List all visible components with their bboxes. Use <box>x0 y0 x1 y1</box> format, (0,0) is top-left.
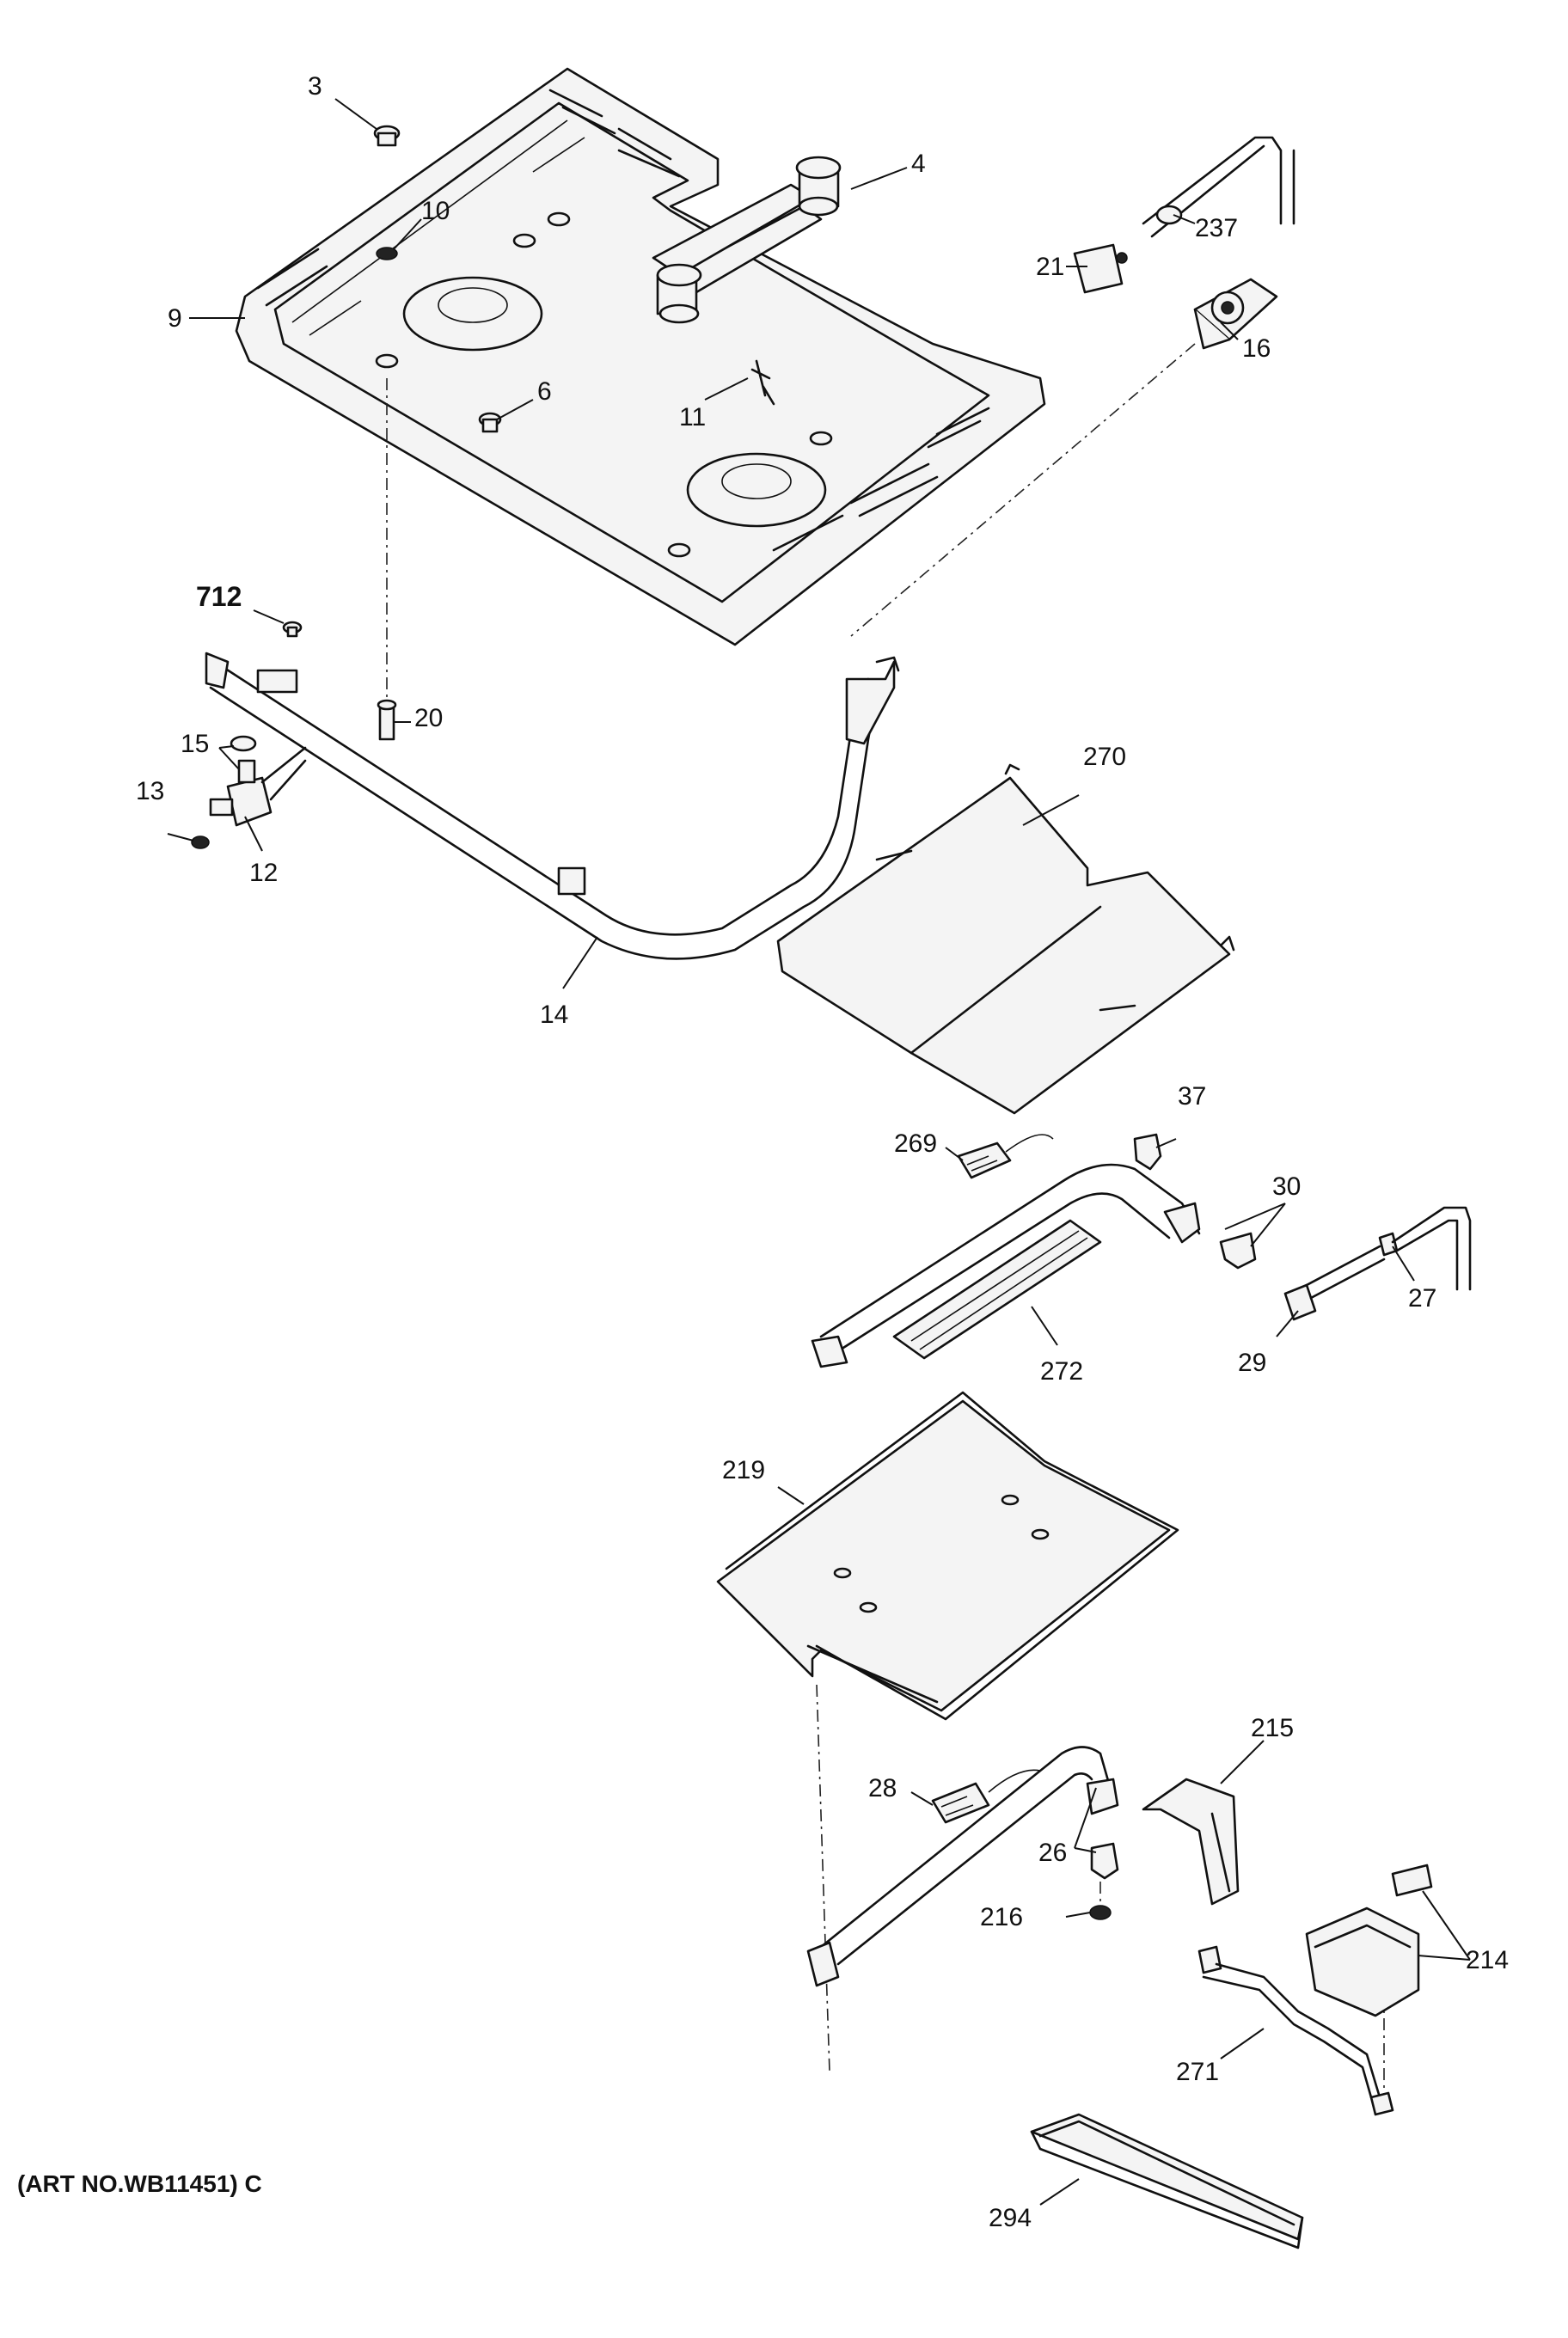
callout-26: 26 <box>1038 1839 1067 1867</box>
bracket-part-37 <box>1133 1133 1162 1171</box>
callout-13: 13 <box>136 777 164 805</box>
art-number: (ART NO.WB11451) C <box>17 2170 262 2197</box>
ignitor-part-269 <box>957 1134 1054 1179</box>
nut-part-13 <box>191 835 210 849</box>
callout-6: 6 <box>537 377 552 406</box>
callout-15: 15 <box>181 730 209 758</box>
callout-12: 12 <box>249 859 278 887</box>
regulator-part-16 <box>1193 278 1278 350</box>
oven-burner-part-272 <box>811 1163 1201 1368</box>
callout-37: 37 <box>1178 1082 1206 1111</box>
callout-9: 9 <box>168 304 182 333</box>
screw-part-6 <box>478 412 502 433</box>
assembly-guide-line <box>816 1684 830 2072</box>
clip-part-11 <box>750 359 775 406</box>
orifice-part-29 <box>1283 1245 1386 1321</box>
valve-assembly-part-4 <box>652 156 842 324</box>
callout-3: 3 <box>308 72 322 101</box>
callout-20: 20 <box>414 704 443 732</box>
leader-lines <box>167 98 1471 2206</box>
callout-30: 30 <box>1272 1172 1301 1201</box>
callout-4: 4 <box>911 150 926 178</box>
callout-270: 270 <box>1083 743 1126 771</box>
callout-27: 27 <box>1408 1284 1436 1313</box>
valve-part-12 <box>209 746 307 827</box>
shield-plate-part-270 <box>776 763 1235 1115</box>
nut-part-216 <box>1089 1905 1112 1920</box>
bracket-part-30 <box>1219 1232 1257 1270</box>
bracket-part-26 <box>1090 1842 1119 1880</box>
callout-219: 219 <box>722 1456 765 1484</box>
callout-11: 11 <box>679 403 706 431</box>
callout-28: 28 <box>868 1774 897 1802</box>
callout-237: 237 <box>1195 214 1238 242</box>
gas-tube-part-271 <box>1197 1945 1394 2116</box>
gas-tube-part-27 <box>1378 1206 1472 1291</box>
burner-box-part-9 <box>235 67 1046 646</box>
plate-part-294 <box>1030 2113 1304 2249</box>
callout-16: 16 <box>1242 334 1271 363</box>
callout-271: 271 <box>1176 2058 1219 2086</box>
callout-216: 216 <box>980 1903 1023 1931</box>
washer-part-15 <box>230 735 257 752</box>
bottom-plate-part-219 <box>716 1391 1179 1721</box>
washer-part-10 <box>376 247 398 260</box>
screw-part-3 <box>373 125 401 147</box>
callout-294: 294 <box>989 2204 1032 2232</box>
callout-269: 269 <box>894 1129 937 1158</box>
callout-14: 14 <box>540 1001 568 1029</box>
bracket-part-215 <box>1142 1778 1240 1906</box>
callout-272: 272 <box>1040 1357 1083 1386</box>
screw-part-712 <box>282 621 303 638</box>
broil-burner-pipe <box>806 1746 1119 1987</box>
callout-10: 10 <box>421 197 450 225</box>
callout-712: 712 <box>196 581 242 612</box>
nut-part-237 <box>1155 205 1183 225</box>
callout-21: 21 <box>1036 253 1064 281</box>
assembly-guide-line <box>850 343 1196 637</box>
manifold-pipe-part-14 <box>205 652 900 960</box>
callout-214: 214 <box>1466 1946 1509 1974</box>
valve-part-214 <box>1305 1864 1433 2017</box>
ignitor-part-28 <box>931 1769 1041 1824</box>
callout-29: 29 <box>1238 1349 1266 1377</box>
callout-215: 215 <box>1251 1714 1294 1742</box>
callout-labels: 3 4 10 9 21 237 16 6 11 712 20 15 13 12 … <box>136 72 1509 2232</box>
switch-part-21 <box>1073 243 1128 294</box>
fitting-part-20 <box>377 699 397 741</box>
